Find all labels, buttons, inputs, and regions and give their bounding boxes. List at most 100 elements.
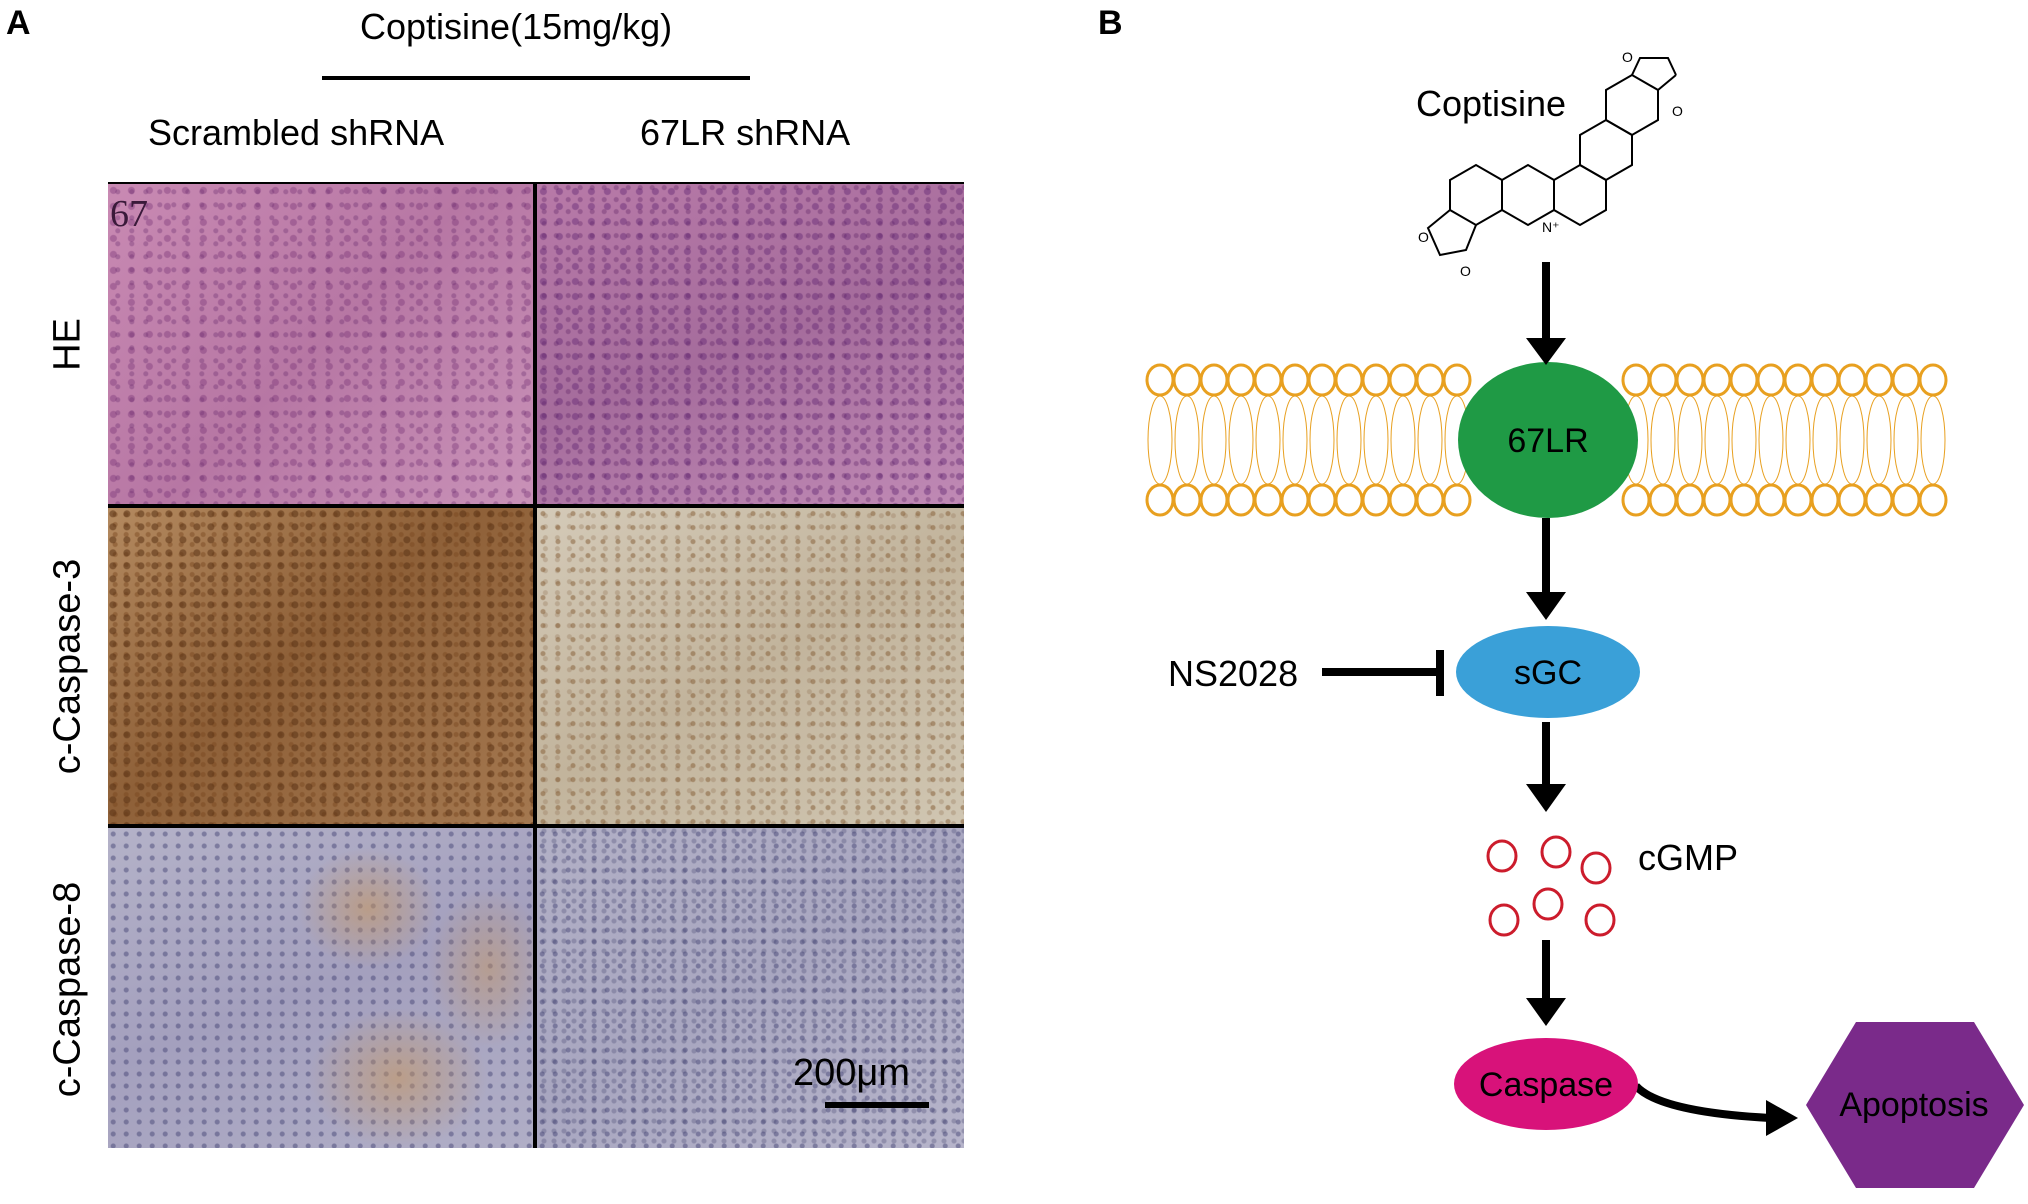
lipid-head	[1226, 363, 1256, 397]
column-label-67lr: 67LR shRNA	[640, 112, 851, 153]
lipid-head	[1334, 483, 1364, 517]
enzyme-sgc-label: sGC	[1514, 654, 1582, 692]
micrograph-caspase8-scrambled	[108, 828, 533, 1148]
lipid-head	[1307, 483, 1337, 517]
lipid-tail	[1363, 395, 1389, 485]
lipid-head	[1918, 363, 1948, 397]
scale-bar-line	[825, 1102, 929, 1108]
lipid-tail	[1228, 395, 1254, 485]
lipid-head	[1729, 483, 1759, 517]
ring-oxygen-2: O	[1460, 263, 1471, 279]
lipid-head	[1621, 483, 1651, 517]
coptisine-structure	[1426, 57, 1677, 257]
membrane-bilayer	[1145, 363, 1948, 517]
lipid-head	[1621, 363, 1651, 397]
lipid-tail	[1785, 395, 1811, 485]
lipid-head	[1864, 363, 1894, 397]
panel-a-letter: A	[6, 4, 31, 42]
lipid-head	[1307, 363, 1337, 397]
ring-oxygen-3: O	[1622, 49, 1633, 65]
column-label-scrambled: Scrambled shRNA	[148, 112, 445, 153]
micrograph-caspase3-scrambled	[108, 508, 533, 824]
lipid-head	[1253, 363, 1283, 397]
lipid-tail	[1201, 395, 1227, 485]
lipid-head	[1199, 363, 1229, 397]
lipid-head	[1442, 483, 1472, 517]
lipid-head	[1675, 483, 1705, 517]
lipid-tail	[1147, 395, 1173, 485]
lipid-head	[1702, 483, 1732, 517]
lipid-head	[1756, 483, 1786, 517]
cgmp-label: cGMP	[1638, 837, 1738, 878]
ring-oxygen-1: O	[1418, 229, 1429, 245]
lipid-head	[1415, 363, 1445, 397]
lipid-tail	[1866, 395, 1892, 485]
micrograph-caspase3-67lr	[537, 508, 964, 824]
lipid-head	[1145, 363, 1175, 397]
lipid-head	[1891, 363, 1921, 397]
micrograph-he-scrambled: 67	[108, 184, 533, 504]
lipid-tail	[1309, 395, 1335, 485]
lipid-head	[1361, 363, 1391, 397]
micrograph-caspase8-67lr: 200μm	[537, 828, 964, 1148]
lipid-head	[1172, 363, 1202, 397]
lipid-tail	[1812, 395, 1838, 485]
receptor-67lr	[1458, 362, 1638, 518]
lipid-head	[1442, 363, 1472, 397]
lipid-head	[1783, 363, 1813, 397]
lipid-head	[1702, 363, 1732, 397]
lipid-head	[1388, 363, 1418, 397]
cgmp-molecules	[1486, 835, 1616, 937]
coptisine-label: Coptisine	[1416, 83, 1566, 124]
lipid-head	[1810, 483, 1840, 517]
outcome-apoptosis-label: Apoptosis	[1839, 1086, 1988, 1124]
lipid-head	[1280, 363, 1310, 397]
lipid-tail	[1336, 395, 1362, 485]
panel-b-letter: B	[1098, 4, 1123, 42]
lipid-head	[1334, 363, 1364, 397]
lipid-tail	[1758, 395, 1784, 485]
treatment-bracket-line	[322, 76, 750, 80]
lipid-tail	[1677, 395, 1703, 485]
treatment-label: Coptisine(15mg/kg)	[360, 6, 673, 47]
lipid-head	[1199, 483, 1229, 517]
lipid-head	[1648, 483, 1678, 517]
inhibitor-label: NS2028	[1168, 653, 1298, 694]
ring-oxygen-4: O	[1672, 103, 1683, 119]
outcome-apoptosis	[1806, 1022, 2024, 1188]
lipid-head	[1648, 363, 1678, 397]
lipid-head	[1837, 363, 1867, 397]
micrograph-he-67lr	[537, 184, 964, 504]
lipid-head	[1415, 483, 1445, 517]
micrograph-grid: 67 200μm	[108, 182, 964, 1148]
lipid-head	[1783, 483, 1813, 517]
lipid-head	[1280, 483, 1310, 517]
lipid-head	[1253, 483, 1283, 517]
lipid-head	[1810, 363, 1840, 397]
lipid-head	[1361, 483, 1391, 517]
executor-caspase-label: Caspase	[1479, 1066, 1613, 1104]
receptor-67lr-label: 67LR	[1507, 422, 1588, 460]
lipid-head	[1675, 363, 1705, 397]
lipid-head	[1891, 483, 1921, 517]
lipid-head	[1388, 483, 1418, 517]
lipid-head	[1918, 483, 1948, 517]
lipid-head	[1837, 483, 1867, 517]
scale-bar-label: 200μm	[793, 1052, 910, 1094]
lipid-head	[1729, 363, 1759, 397]
lipid-head	[1756, 363, 1786, 397]
lipid-tail	[1255, 395, 1281, 485]
lipid-head	[1226, 483, 1256, 517]
lipid-tail	[1893, 395, 1919, 485]
lipid-head	[1864, 483, 1894, 517]
lipid-head	[1145, 483, 1175, 517]
enzyme-sgc	[1456, 626, 1640, 718]
lipid-tail	[1650, 395, 1676, 485]
lipid-tail	[1731, 395, 1757, 485]
lipid-tail	[1282, 395, 1308, 485]
lipid-head	[1172, 483, 1202, 517]
lipid-tail	[1390, 395, 1416, 485]
ring-charge-label: N⁺	[1542, 219, 1560, 235]
lipid-tail	[1839, 395, 1865, 485]
